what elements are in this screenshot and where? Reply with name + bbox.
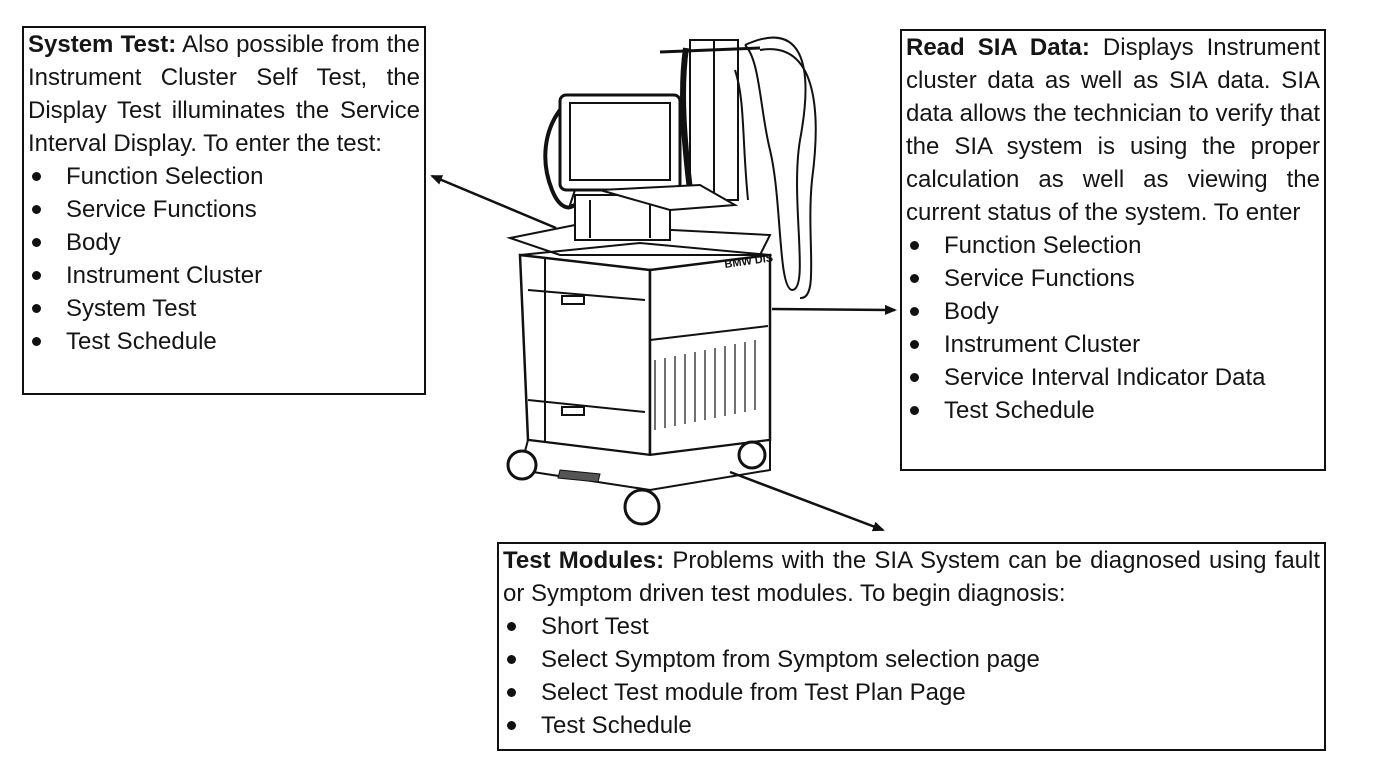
test-modules-callout: Test Modules: Problems with the SIA Syst… bbox=[497, 542, 1326, 751]
read-sia-data-callout: Read SIA Data: Displays Instrument clust… bbox=[900, 29, 1326, 471]
sia-data-title: Read SIA Data: bbox=[906, 34, 1090, 61]
system-test-title: System Test: bbox=[28, 31, 177, 58]
test-modules-title: Test Modules: bbox=[503, 547, 665, 574]
list-item: Body bbox=[906, 295, 1320, 328]
list-item: System Test bbox=[28, 292, 420, 325]
sia-data-steps: Function Selection Service Functions Bod… bbox=[906, 229, 1320, 427]
list-item: Short Test bbox=[503, 610, 1320, 643]
list-item: Test Schedule bbox=[503, 709, 1320, 742]
test-modules-description: Test Modules: Problems with the SIA Syst… bbox=[503, 544, 1320, 610]
list-item: Select Test module from Test Plan Page bbox=[503, 676, 1320, 709]
arrow-to-test-modules bbox=[729, 470, 885, 532]
test-modules-text: Problems with the SIA System can be diag… bbox=[503, 547, 1321, 607]
system-test-description: System Test: Also possible from the Inst… bbox=[28, 28, 420, 160]
list-item: Function Selection bbox=[28, 160, 420, 193]
system-test-steps: Function Selection Service Functions Bod… bbox=[28, 160, 420, 358]
list-item: Body bbox=[28, 226, 420, 259]
list-item: Test Schedule bbox=[906, 394, 1320, 427]
diagnostic-cart bbox=[506, 36, 817, 526]
sia-data-description: Read SIA Data: Displays Instrument clust… bbox=[906, 31, 1320, 229]
system-test-callout: System Test: Also possible from the Inst… bbox=[22, 26, 426, 395]
list-item: Service Interval Indicator Data bbox=[906, 361, 1320, 394]
list-item: Service Functions bbox=[906, 262, 1320, 295]
list-item: Instrument Cluster bbox=[28, 259, 420, 292]
system-test-text: Also possible from the Instrument Cluste… bbox=[28, 31, 421, 157]
list-item: Function Selection bbox=[906, 229, 1320, 262]
list-item: Select Symptom from Symptom selection pa… bbox=[503, 643, 1320, 676]
arrow-to-sia-data bbox=[771, 304, 897, 315]
test-modules-steps: Short Test Select Symptom from Symptom s… bbox=[503, 610, 1320, 742]
list-item: Service Functions bbox=[28, 193, 420, 226]
list-item: Instrument Cluster bbox=[906, 328, 1320, 361]
arrow-to-system-test bbox=[430, 174, 557, 230]
list-item: Test Schedule bbox=[28, 325, 420, 358]
sia-data-text: Displays Instrument cluster data as well… bbox=[906, 34, 1320, 226]
